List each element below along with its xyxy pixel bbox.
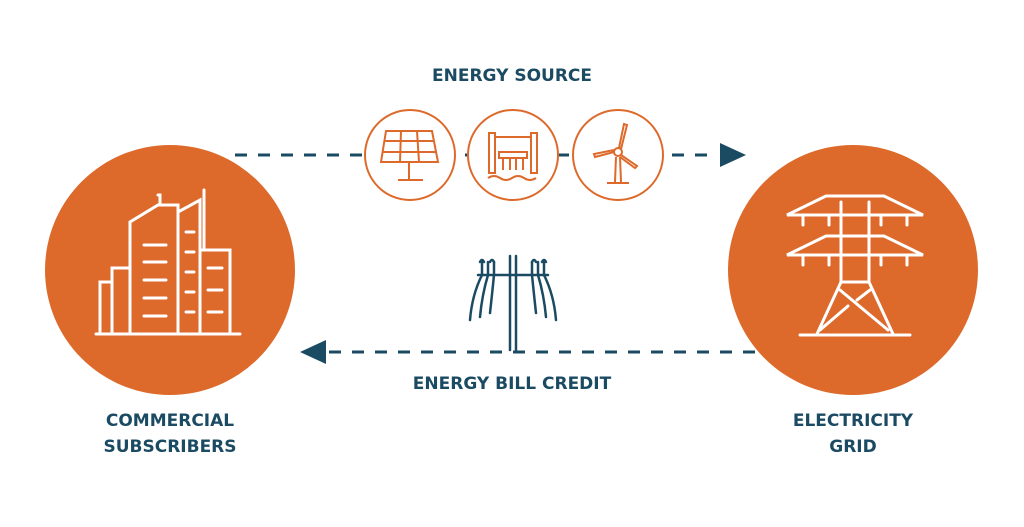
arrow-right-icon <box>720 143 746 167</box>
right-node-label-line2: GRID <box>829 437 876 457</box>
electricity-grid-node <box>728 145 978 395</box>
commercial-subscribers-node <box>45 145 295 395</box>
transmission-tower-icon <box>786 194 924 337</box>
hydro-dam-icon <box>467 109 559 201</box>
office-buildings-icon <box>94 188 242 336</box>
left-node-label-line1: COMMERCIAL <box>106 411 234 431</box>
arrow-left-icon <box>300 340 326 364</box>
energy-source-label: ENERGY SOURCE <box>432 66 592 86</box>
right-node-label-line1: ELECTRICITY <box>793 411 914 431</box>
left-node-label-line2: SUBSCRIBERS <box>103 437 236 457</box>
solar-panel-icon <box>364 109 456 201</box>
energy-bill-credit-label: ENERGY BILL CREDIT <box>413 374 612 394</box>
wind-turbine-icon <box>572 109 664 201</box>
utility-pole-icon <box>468 254 558 352</box>
